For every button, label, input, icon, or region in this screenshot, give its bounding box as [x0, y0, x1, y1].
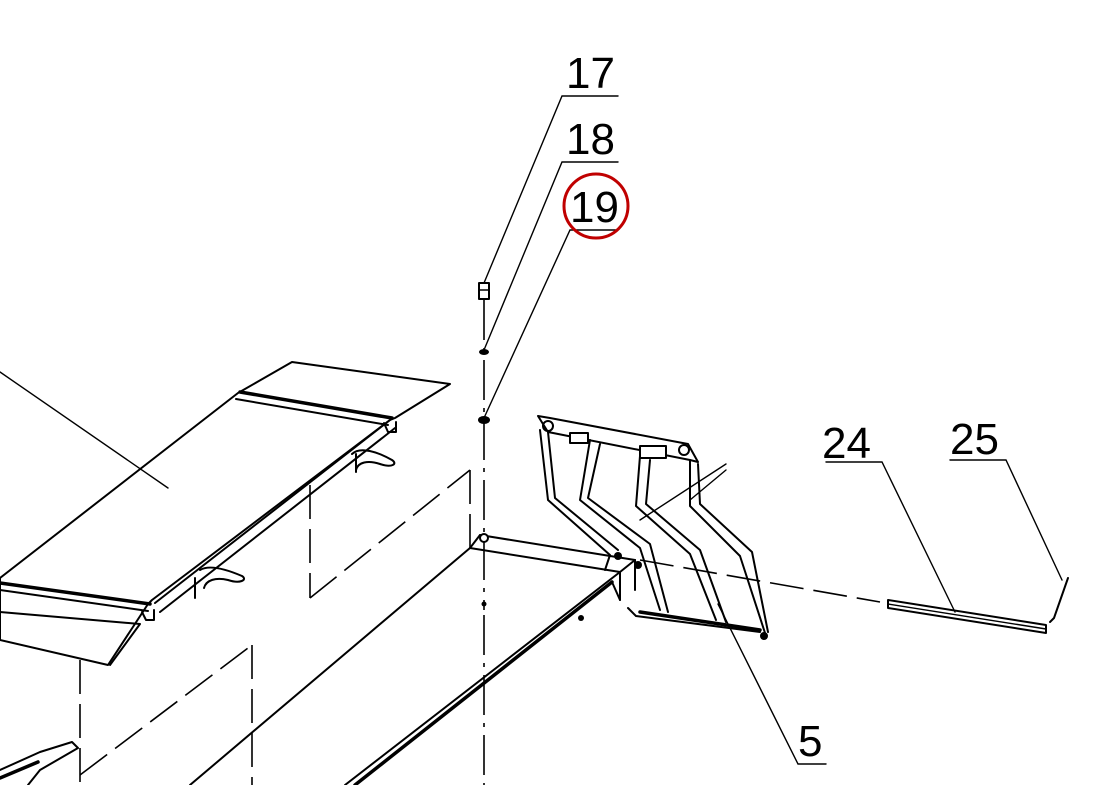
callout-19: 19 — [570, 183, 619, 232]
bolt-stack — [478, 282, 490, 785]
callout-17: 17 — [566, 49, 615, 98]
leader-lines — [483, 95, 1063, 765]
clip-25 — [1049, 577, 1069, 623]
pin-24 — [887, 599, 1047, 634]
callout-24: 24 — [822, 419, 871, 468]
bracket-part-5 — [537, 415, 881, 640]
callout-5: 5 — [798, 717, 822, 766]
bolt-17 — [478, 282, 490, 300]
highlight-circle-19 — [562, 172, 630, 240]
callout-18: 18 — [566, 115, 615, 164]
callout-25: 25 — [950, 415, 999, 464]
cover-plate-assembly — [0, 361, 451, 666]
washer-18 — [479, 349, 489, 355]
nut-19 — [478, 416, 490, 424]
